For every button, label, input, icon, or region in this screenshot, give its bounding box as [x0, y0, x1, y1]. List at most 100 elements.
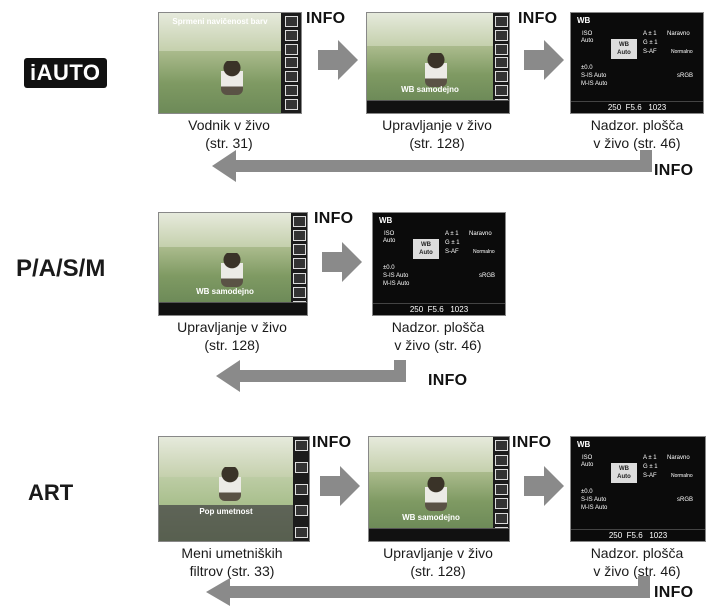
photo-subject — [221, 253, 243, 287]
aperture: F5.6 — [626, 103, 642, 112]
screen-banner: WB samodejno — [367, 85, 493, 94]
right-arrow — [524, 466, 564, 506]
right-arrow — [318, 40, 358, 80]
wb-cell: WB Auto — [413, 239, 439, 259]
control-bottom-bar — [369, 528, 509, 541]
mode-pasm-label: P/A/S/M — [16, 255, 105, 283]
aperture: F5.6 — [428, 305, 444, 314]
info-label: INFO — [312, 434, 351, 452]
control-sidebar — [494, 16, 508, 110]
caption-line: Nadzor. plošča — [392, 319, 485, 335]
iso-label: ISO — [384, 231, 394, 237]
info-label: INFO — [654, 584, 693, 602]
ev-value: ±0.0 — [581, 65, 593, 71]
wb-cell: WB Auto — [611, 463, 637, 483]
wb-value: Auto — [617, 474, 631, 480]
mode-art-label: ART — [28, 480, 73, 506]
gradation: Normalno — [473, 249, 495, 255]
a-value: A ± 1 — [643, 455, 657, 461]
caption-line: Upravljanje v živo — [382, 117, 492, 133]
color-space: sRGB — [677, 497, 693, 503]
a-value: A ± 1 — [445, 231, 459, 237]
caption-line: Upravljanje v živo — [383, 545, 493, 561]
stab-auto: S-IS Auto — [383, 273, 408, 279]
panel-title: WB — [379, 216, 392, 225]
mode-iauto-badge: iAUTO — [24, 58, 107, 88]
guide-sidebar — [284, 16, 298, 110]
picture-mode: Naravno — [469, 231, 492, 237]
exposure-bar: 250 F5.6 1023 — [571, 101, 703, 113]
iso-label: ISO — [582, 31, 592, 37]
iso-value: Auto — [581, 462, 593, 468]
return-arrow — [200, 576, 664, 606]
wb-label: WB — [619, 466, 629, 472]
color-space: sRGB — [677, 73, 693, 79]
caption-line: Meni umetniških — [181, 545, 282, 561]
ev-value: ±0.0 — [383, 265, 395, 271]
photo-subject — [425, 477, 447, 511]
wb-label: WB — [421, 242, 431, 248]
frames-remaining: 1023 — [649, 531, 667, 540]
frames-remaining: 1023 — [648, 103, 666, 112]
gradation: Normalno — [671, 473, 693, 479]
mstab-auto: M-IS Auto — [383, 281, 409, 287]
caption-line: Nadzor. plošča — [591, 545, 684, 561]
panel-title: WB — [577, 16, 590, 25]
screen-banner: Sprmeni navičenost barv — [159, 17, 281, 26]
control-sidebar — [292, 216, 306, 312]
control-bottom-bar — [159, 302, 307, 315]
right-arrow — [322, 242, 362, 282]
af-mode: S-AF — [643, 473, 657, 479]
g-value: G ± 1 — [445, 240, 460, 246]
art-sidebar — [294, 440, 308, 538]
right-arrow — [320, 466, 360, 506]
a-value: A ± 1 — [643, 31, 657, 37]
stab-auto: S-IS Auto — [581, 497, 606, 503]
mstab-auto: M-IS Auto — [581, 505, 607, 511]
info-label: INFO — [306, 10, 345, 28]
iso-value: Auto — [581, 38, 593, 44]
photo-subject — [425, 53, 447, 87]
shutter-speed: 250 — [608, 103, 621, 112]
color-space: sRGB — [479, 273, 495, 279]
caption-live-control: Upravljanje v živo(str. 128) — [362, 544, 514, 580]
ev-value: ±0.0 — [581, 489, 593, 495]
info-label: INFO — [518, 10, 557, 28]
info-label: INFO — [428, 372, 467, 390]
caption-ref: (str. 128) — [204, 337, 259, 353]
exposure-bar: 250 F5.6 1023 — [571, 529, 705, 541]
control-sidebar — [494, 440, 508, 538]
info-label: INFO — [314, 210, 353, 228]
exposure-bar: 250 F5.6 1023 — [373, 303, 505, 315]
aperture: F5.6 — [627, 531, 643, 540]
panel-title: WB — [577, 440, 590, 449]
g-value: G ± 1 — [643, 40, 658, 46]
shutter-speed: 250 — [410, 305, 423, 314]
screen-banner: WB samodejno — [369, 513, 493, 522]
info-label: INFO — [512, 434, 551, 452]
live-control-screen: WB samodejno — [158, 212, 308, 316]
wb-label: WB — [619, 42, 629, 48]
screen-banner: WB samodejno — [159, 287, 291, 296]
mstab-auto: M-IS Auto — [581, 81, 607, 87]
picture-mode: Naravno — [667, 455, 690, 461]
wb-value: Auto — [419, 250, 433, 256]
shutter-speed: 250 — [609, 531, 622, 540]
return-arrow — [210, 356, 420, 400]
live-guide-screen: Sprmeni navičenost barv — [158, 12, 302, 114]
live-control-screen: WB samodejno — [366, 12, 510, 114]
stab-auto: S-IS Auto — [581, 73, 606, 79]
photo-subject — [221, 61, 243, 95]
screen-banner: Pop umetnost — [159, 507, 293, 516]
frames-remaining: 1023 — [450, 305, 468, 314]
control-bottom-bar — [367, 100, 509, 113]
g-value: G ± 1 — [643, 464, 658, 470]
